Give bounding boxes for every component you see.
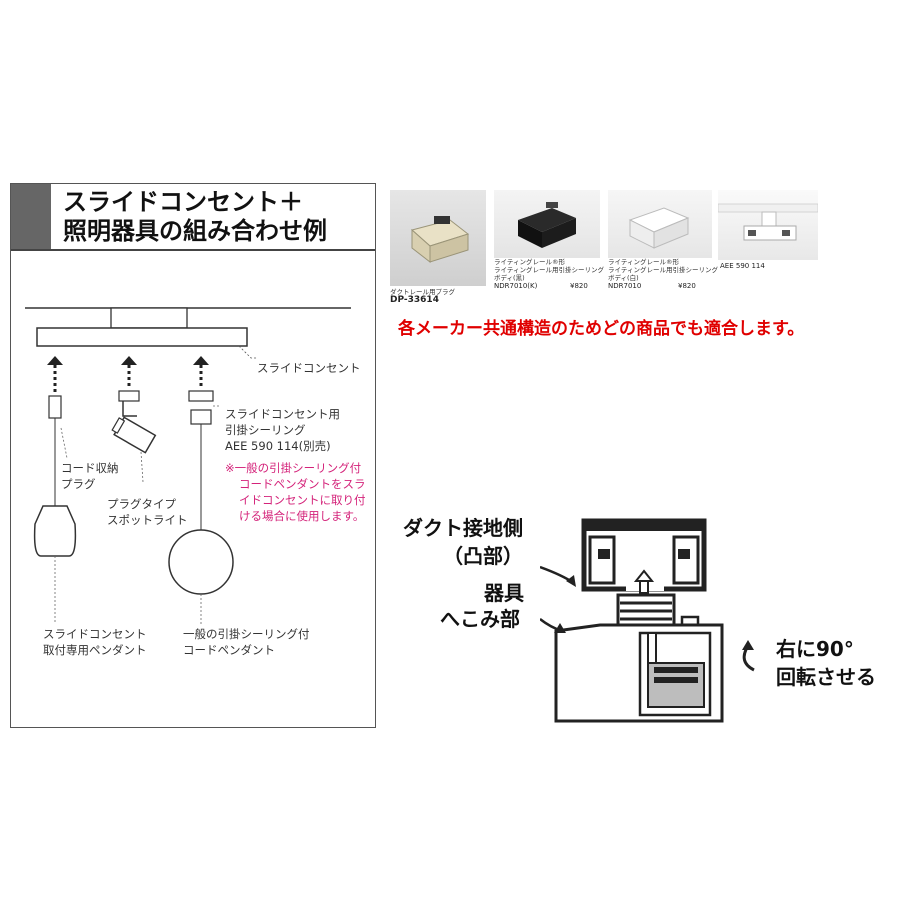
- globe-pendant: [168, 529, 234, 595]
- turn-line2: 回転させる: [776, 665, 876, 689]
- p3-caption-line1: ライティングレール®形: [608, 258, 679, 266]
- pendant-a-line2: 取付専用ペンダント: [43, 643, 147, 657]
- plug-spot-line1: プラグタイプ: [107, 497, 176, 511]
- note-line3: イドコンセントに取り付: [239, 493, 366, 507]
- turn-line1: 右に90°: [776, 637, 854, 661]
- arrow-right: [193, 356, 209, 389]
- hook-ceiling-body: [190, 409, 212, 425]
- fixture-body: [554, 623, 724, 723]
- spotlight-head: [111, 416, 157, 454]
- black-hook-ceiling-image: [518, 202, 576, 248]
- p2-caption-line1: ライティングレール®形: [494, 258, 565, 266]
- spot-leader: [140, 451, 144, 483]
- duct-ground-side-label: ダクト接地側 （凸部）: [403, 514, 523, 570]
- p2-caption-line3: ボディ(黒): [494, 274, 525, 282]
- hook-label-line1: スライドコンセント用: [225, 407, 340, 421]
- slide-rail: [36, 327, 248, 347]
- product-3-code: NDR7010: [608, 282, 642, 290]
- product-2-caption: ライティングレール®形 ライティングレール用引掛シーリング ボディ(黒): [494, 258, 604, 282]
- pendant-b-line1: 一般の引掛シーリング付: [183, 627, 310, 641]
- product-2-price: ¥820: [570, 282, 588, 290]
- pendant-a-line1: スライドコンセント: [43, 627, 147, 641]
- rail-mount: [110, 307, 188, 329]
- white-hook-ceiling-image: [628, 207, 690, 249]
- product-2-photo: [494, 190, 600, 258]
- product-4-photo: [717, 190, 819, 260]
- panel-title-line1: スライドコンセント＋: [63, 188, 303, 216]
- rail-leader: [238, 345, 257, 359]
- duct-side-line1: ダクト接地側: [403, 516, 523, 540]
- arrow-left: [47, 356, 63, 394]
- insert-arrow: [633, 569, 655, 594]
- product-4-code: AEE 590 114: [720, 262, 765, 270]
- pendant-b-line2: コードペンダント: [183, 643, 275, 657]
- product-1-photo: [390, 190, 486, 286]
- pendant-a-label: スライドコンセント 取付専用ペンダント: [43, 626, 147, 658]
- panel-title: スライドコンセント＋ 照明器具の組み合わせ例: [63, 188, 327, 246]
- product-3-caption: ライティングレール®形 ライティングレール用引掛シーリング ボディ(白): [608, 258, 718, 282]
- product-1-code: DP-33614: [390, 295, 439, 305]
- fixture-line1: 器具: [484, 581, 524, 605]
- plug-spotlight-label: プラグタイプ スポットライト: [107, 496, 188, 528]
- panel-header: スライドコンセント＋ 照明器具の組み合わせ例: [11, 184, 375, 251]
- fixture-line2: へこみ部: [440, 607, 520, 631]
- slide-outlet-label: スライドコンセント: [257, 361, 361, 375]
- hook-ceiling-note: ※一般の引掛シーリング付 コードペンダントをスラ イドコンセントに取り付 ける場…: [225, 460, 366, 524]
- product-1-caption: ダクトレール用プラグ: [390, 288, 455, 296]
- fixture-recess-label: 器具 へこみ部: [440, 580, 524, 632]
- rotate-arrow-icon: [742, 640, 755, 672]
- note-line4: ける場合に使用します。: [239, 509, 365, 523]
- cord-plug-line2: プラグ: [61, 477, 96, 491]
- plug-spot-line2: スポットライト: [107, 513, 188, 527]
- note-line1: ※一般の引掛シーリング付: [225, 461, 362, 475]
- cord-plug-line1: コード収納: [61, 461, 119, 475]
- arrow-mid: [121, 356, 137, 389]
- duct-plug-image: [410, 216, 470, 264]
- combination-diagram: [25, 307, 351, 624]
- note-line2: コードペンダントをスラ: [239, 477, 366, 491]
- duct-side-line2: （凸部）: [443, 544, 523, 568]
- pendant-a-shade: [33, 505, 77, 557]
- duct-side-pointer-head: [566, 575, 576, 587]
- hook-label-line3: AEE 590 114(別売): [225, 439, 331, 453]
- hook-ceiling-label: スライドコンセント用 引掛シーリング AEE 590 114(別売): [225, 406, 340, 454]
- compatibility-note: 各メーカー共通構造のためどの商品でも適合します。: [398, 319, 805, 339]
- spot-plug: [118, 390, 140, 402]
- p3-caption-line3: ボディ(白): [608, 274, 639, 282]
- hook-label-line2: 引掛シーリング: [225, 423, 306, 437]
- cord-plug-label: コード収納 プラグ: [61, 460, 119, 492]
- header-tab: [11, 184, 51, 249]
- aee-hook-ceiling-image: [717, 203, 819, 241]
- p3-caption-line2: ライティングレール用引掛シーリング: [608, 266, 718, 274]
- product-3-price: ¥820: [678, 282, 696, 290]
- recess-pointer-head: [554, 623, 566, 633]
- cord-plug-leader: [60, 427, 68, 459]
- product-2-code: NDR7010(K): [494, 282, 538, 290]
- cord-storage-plug: [48, 395, 62, 419]
- rotation-diagram: [540, 518, 724, 723]
- pendant-b-label: 一般の引掛シーリング付 コードペンダント: [183, 626, 310, 658]
- combination-example-panel: スライドコンセント＋ 照明器具の組み合わせ例: [10, 183, 376, 728]
- spot-arm: [122, 401, 137, 417]
- hook-ceiling-adapter: [188, 390, 214, 402]
- p2-caption-line2: ライティングレール用引掛シーリング: [494, 266, 604, 274]
- product-3-photo: [608, 190, 712, 258]
- plug-connector: [616, 593, 700, 629]
- panel-title-line2: 照明器具の組み合わせ例: [63, 217, 327, 245]
- rotate-instruction-label: 右に90° 回転させる: [776, 635, 876, 691]
